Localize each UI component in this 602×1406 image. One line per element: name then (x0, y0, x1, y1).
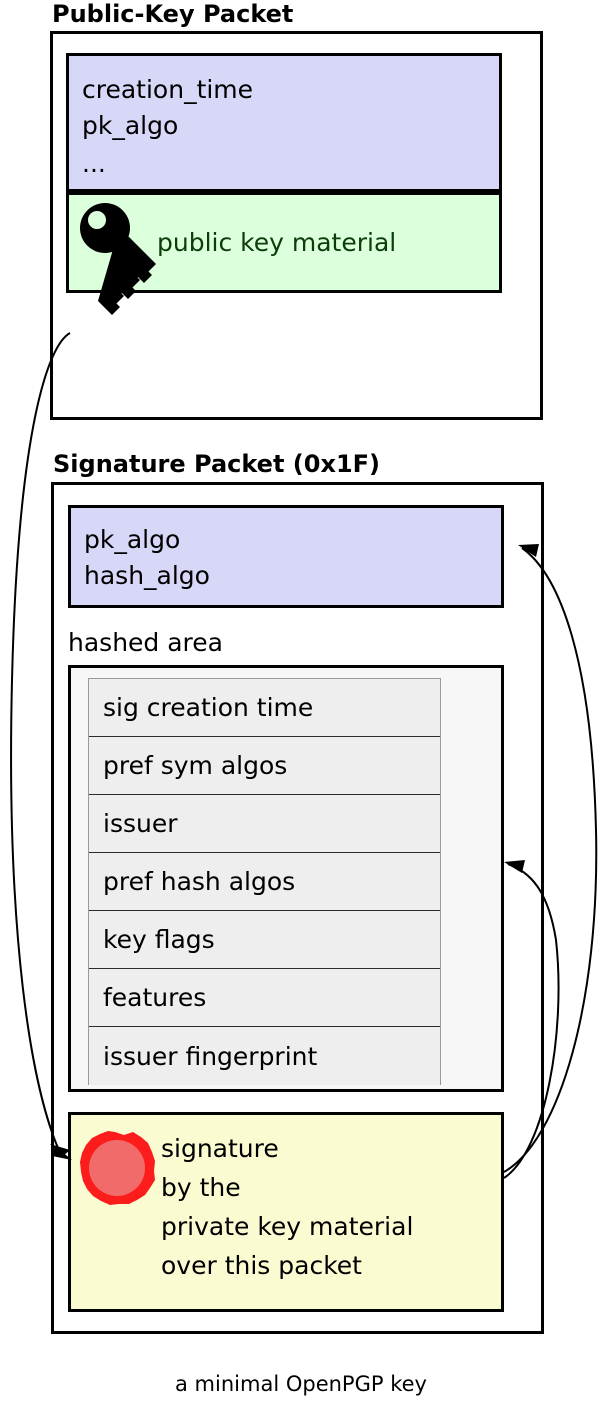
subpacket-row: issuer fingerprint (89, 1027, 440, 1085)
diagram-caption: a minimal OpenPGP key (175, 1372, 427, 1396)
hashed-area-box: sig creation time pref sym algos issuer … (68, 665, 504, 1092)
pk-header-line-1: creation_time (82, 75, 254, 104)
subpacket-row: key flags (89, 911, 440, 969)
public-key-material-box: public key material (66, 192, 502, 293)
hashed-area-label: hashed area (68, 628, 223, 657)
pk-header-fields-box: creation_time pk_algo ... (66, 53, 502, 192)
subpacket-table: sig creation time pref sym algos issuer … (88, 678, 441, 1085)
public-key-packet-title: Public-Key Packet (52, 0, 294, 28)
signature-value-box: signature by the private key material ov… (68, 1112, 504, 1312)
subpacket-row: issuer (89, 795, 440, 853)
sig-algo-line-2: hash_algo (84, 561, 210, 590)
sig-algo-fields-box: pk_algo hash_algo (68, 505, 504, 608)
pk-header-line-2: pk_algo (82, 111, 179, 140)
signature-line-4: over this packet (161, 1251, 362, 1280)
subpacket-row: sig creation time (89, 679, 440, 737)
subpacket-row: pref sym algos (89, 737, 440, 795)
signature-line-1: signature (161, 1134, 279, 1163)
public-key-material-label: public key material (157, 228, 397, 257)
subpacket-row: features (89, 969, 440, 1027)
signature-line-2: by the (161, 1173, 241, 1202)
sig-algo-line-1: pk_algo (84, 525, 181, 554)
pk-header-line-3: ... (82, 149, 106, 178)
signature-line-3: private key material (161, 1212, 414, 1241)
subpacket-row: pref hash algos (89, 853, 440, 911)
signature-packet-title: Signature Packet (0x1F) (53, 450, 380, 478)
